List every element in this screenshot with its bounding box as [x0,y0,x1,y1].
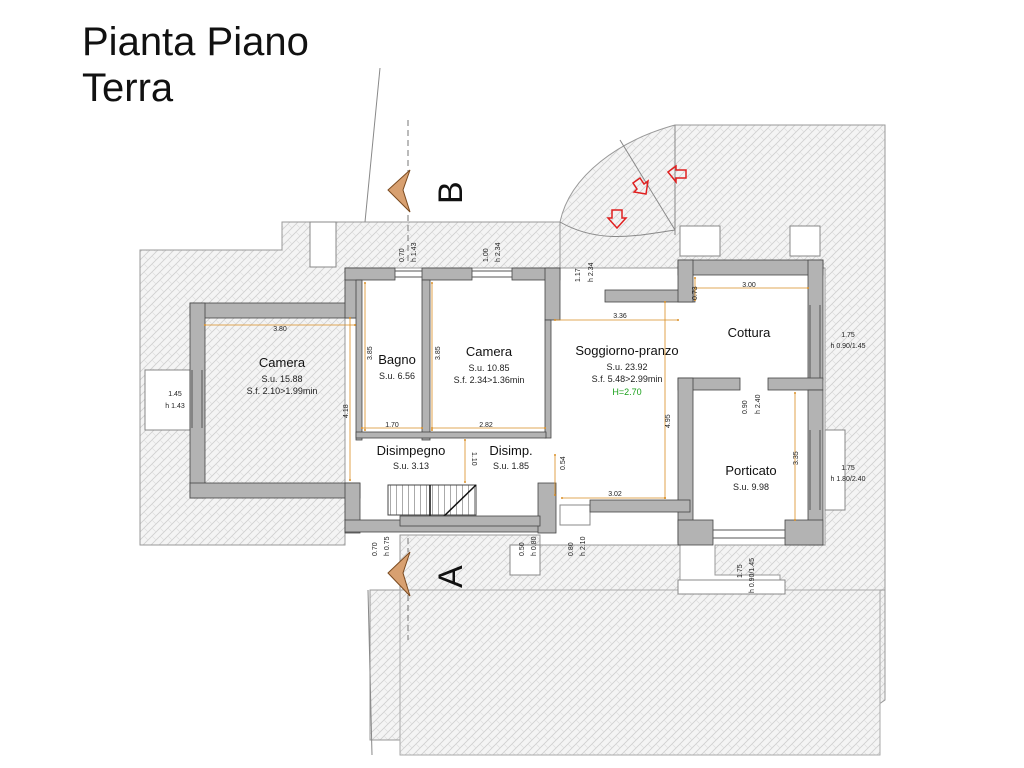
dim-bagno-window: 0.70 [399,248,406,262]
dim-porticato-window-h: h 1.80/2.40 [830,476,865,483]
entrance-arrow-2 [631,176,650,195]
dim-entry-door: 0.80 [568,542,575,556]
dim-camera1-window: 1.45 [168,391,182,398]
dimension-lines [204,277,809,521]
room-camera2-su: S.u. 10.85 [468,363,509,373]
dim-soggiorno-width: 3.36 [613,313,627,320]
dim-step: 0.54 [560,456,567,470]
dim-porticato-window: 1.75 [841,465,855,472]
dim-porticato-door: 0.90 [742,400,749,414]
dim-disimp-window: 0.50 [519,542,526,556]
room-disimpegno-name: Disimpegno [377,443,446,458]
section-a-label: A [432,565,470,588]
dim-disimp-window-h: h 0.80 [531,536,538,556]
outdoor-paving [139,67,886,756]
dim-disimp-depth: 1.10 [470,452,477,466]
wall-cottura-bottom-b [767,377,824,391]
wall-camera1-top [189,302,361,319]
dim-camera2-window-h: h 2.34 [495,242,502,262]
wall-cottura-top [677,259,824,276]
wall-corridor-top [355,431,547,439]
room-camera1-name: Camera [259,355,306,370]
dim-bagno-depth: 3.85 [367,346,374,360]
dim-camera1-depth: 4.18 [343,404,350,418]
walls [189,259,824,546]
wall-lower-right [537,482,557,534]
dim-bagno-window-h: h 1.43 [411,242,418,262]
dim-cottura-window: 1.75 [841,332,855,339]
room-disimpegno-su: S.u. 3.13 [393,461,429,471]
wall-bagno-left [355,279,363,441]
wall-camera1-bottom [189,482,361,499]
room-porticato-name: Porticato [725,463,776,478]
wall-camera2-right [544,319,552,439]
room-labels: Camera S.u. 15.88 S.f. 2.10>1.99min Bagn… [247,325,777,492]
dim-cottura-opening: 0.73 [692,286,699,300]
dim-camera2-window: 1.00 [483,248,490,262]
wall-cottura-left [677,259,694,303]
entrance-arrow-3 [666,164,687,185]
wall-camera2-top-a [421,267,473,281]
room-camera1-sf: S.f. 2.10>1.99min [247,386,318,396]
dim-porticato-south-window: 1.75 [737,564,744,578]
wall-porticato-bl [677,519,714,546]
room-porticato-su: S.u. 9.98 [733,482,769,492]
staircase [387,484,541,527]
section-markers: B A [387,120,470,640]
section-a-arrow-icon [387,551,411,597]
dim-porticato-depth: 3.35 [793,451,800,465]
wall-bagno-right [421,279,431,441]
dim-bagno-width: 1.70 [385,422,399,429]
windows [191,270,821,539]
room-cottura-name: Cottura [728,325,771,340]
dim-camera1-width: 3.80 [273,326,287,333]
dim-stair-window: 0.70 [372,542,379,556]
section-b-label: B [432,181,470,204]
dim-soggiorno-depth: 4.95 [665,414,672,428]
room-camera2-name: Camera [466,344,513,359]
dim-camera2-width: 2.82 [479,422,493,429]
plan-title-line1: Pianta Piano [82,20,309,64]
dim-camera2-depth: 3.85 [435,346,442,360]
room-soggiorno-sf: S.f. 5.48>2.99min [592,374,663,384]
plan-title-line2: Terra [82,66,174,110]
dim-stair-window-h: h 0.75 [384,536,391,556]
room-soggiorno-su: S.u. 23.92 [606,362,647,372]
dim-entry-door-h: h 2.10 [580,536,587,556]
wall-bagno-top-a [344,267,396,281]
dim-camera1-window-h: h 1.43 [165,403,185,410]
entrance-arrows [606,164,687,230]
room-soggiorno-name: Soggiorno-pranzo [575,343,678,358]
room-disimp-su: S.u. 1.85 [493,461,529,471]
entrance-arrow-1 [606,209,628,230]
dim-soggiorno-bottom: 3.02 [608,491,622,498]
room-bagno-su: S.u. 6.56 [379,371,415,381]
dim-porticato-south-window-h: h 0.90/1.45 [749,558,756,593]
room-camera2-sf: S.f. 2.34>1.36min [454,375,525,385]
room-disimp-name: Disimp. [489,443,532,458]
dim-cottura-width: 3.00 [742,282,756,289]
dim-soggiorno-door: 1.17 [575,268,582,282]
dim-porticato-door-h: h 2.40 [755,394,762,414]
dim-cottura-window-h: h 0.90/1.45 [830,343,865,350]
room-camera1-su: S.u. 15.88 [261,374,302,384]
dim-soggiorno-door-h: h 2.34 [588,262,595,282]
wall-porticato-left [677,377,694,544]
dimension-labels: 3.80 3.85 3.85 4.18 1.70 2.82 1.10 3.36 … [165,242,865,593]
wall-camera2-right-top [544,267,561,321]
room-soggiorno-height: H=2.70 [612,387,641,397]
section-b-arrow-icon [387,169,411,213]
wall-porticato-br [784,519,824,546]
room-bagno-name: Bagno [378,352,416,367]
wall-soggiorno-bottom [589,499,691,513]
